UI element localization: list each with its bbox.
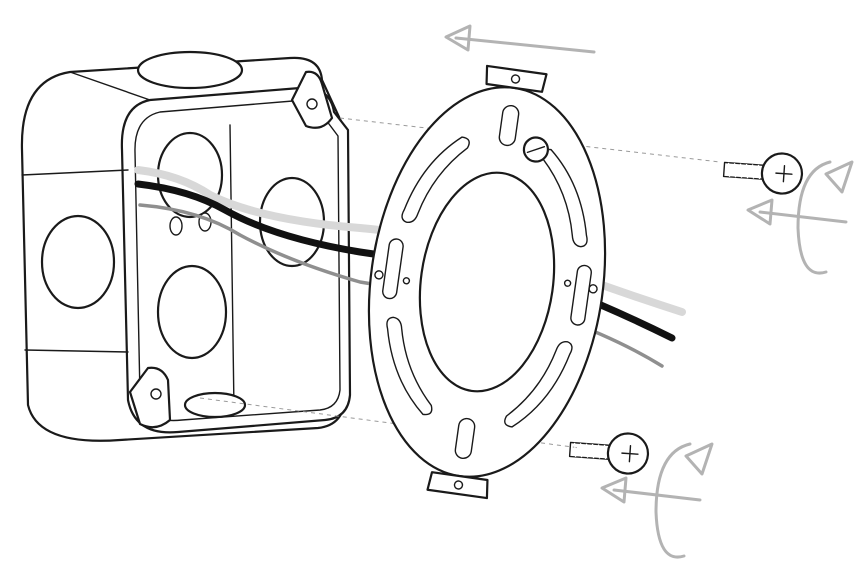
junction-box-top-edge <box>69 71 151 101</box>
arrow-left-icon-upper-right <box>746 198 848 226</box>
arrow-left-icon-lower-right <box>600 476 702 504</box>
strap-center-hole <box>418 171 556 393</box>
arrow-left-icon <box>444 24 596 54</box>
box-ear-hole-bottom <box>150 388 162 400</box>
junction-box-side-edge <box>21 169 129 176</box>
arrow-upper-right-shaft <box>758 210 848 224</box>
knockout-bottom <box>183 391 247 419</box>
arrow-top-head <box>444 24 472 52</box>
strap-hole-left <box>374 270 384 280</box>
strap-slot-7 <box>382 238 404 300</box>
box-mounting-ear-top <box>290 70 334 129</box>
strap-slot-5 <box>401 136 470 224</box>
arrow-top-shaft <box>454 36 596 54</box>
screw-lower-slot-v <box>628 444 632 463</box>
strap-tab-top <box>485 64 548 93</box>
rotate-upper-head <box>824 160 854 194</box>
strap-slot-8 <box>570 264 592 326</box>
box-ear-hole-top <box>306 98 318 110</box>
rotate-lower-head <box>684 442 714 476</box>
strap-slot-2 <box>454 417 476 460</box>
box-mounting-ear-bottom <box>128 366 172 429</box>
arrow-lower-right-head <box>600 476 628 504</box>
knockout-small <box>169 216 183 236</box>
knockout-side-left <box>40 214 116 310</box>
strap-hole-right <box>588 284 598 294</box>
ground-screw-slot <box>526 145 546 154</box>
strap-tab-bottom-hole <box>453 480 464 490</box>
arrow-upper-right-head <box>746 198 774 226</box>
strap-tab-top-hole <box>510 74 521 84</box>
mounting-strap-ring <box>367 64 607 500</box>
junction-box-inner-corner <box>229 124 235 411</box>
strap-slot-4 <box>386 316 433 416</box>
screw-icon-lower <box>568 432 650 475</box>
strap-slot-1 <box>498 104 520 147</box>
octagon-junction-box <box>20 50 352 442</box>
strap-hole-inner-left <box>402 277 411 285</box>
screw-upper-slot-v <box>782 164 786 183</box>
rotate-lower-arc <box>654 442 692 559</box>
strap-slot-6 <box>504 340 573 428</box>
knockout-top <box>136 50 244 90</box>
strap-hole-inner-right <box>563 279 572 287</box>
strap-tab-bottom <box>426 471 489 500</box>
junction-box-side-edge-low <box>24 349 129 353</box>
knockout-back-lower <box>156 264 228 360</box>
screw-icon <box>722 152 804 195</box>
rotate-cw-icon-lower <box>654 442 714 559</box>
rotate-cw-icon <box>796 160 854 275</box>
rotate-upper-arc <box>796 160 832 275</box>
